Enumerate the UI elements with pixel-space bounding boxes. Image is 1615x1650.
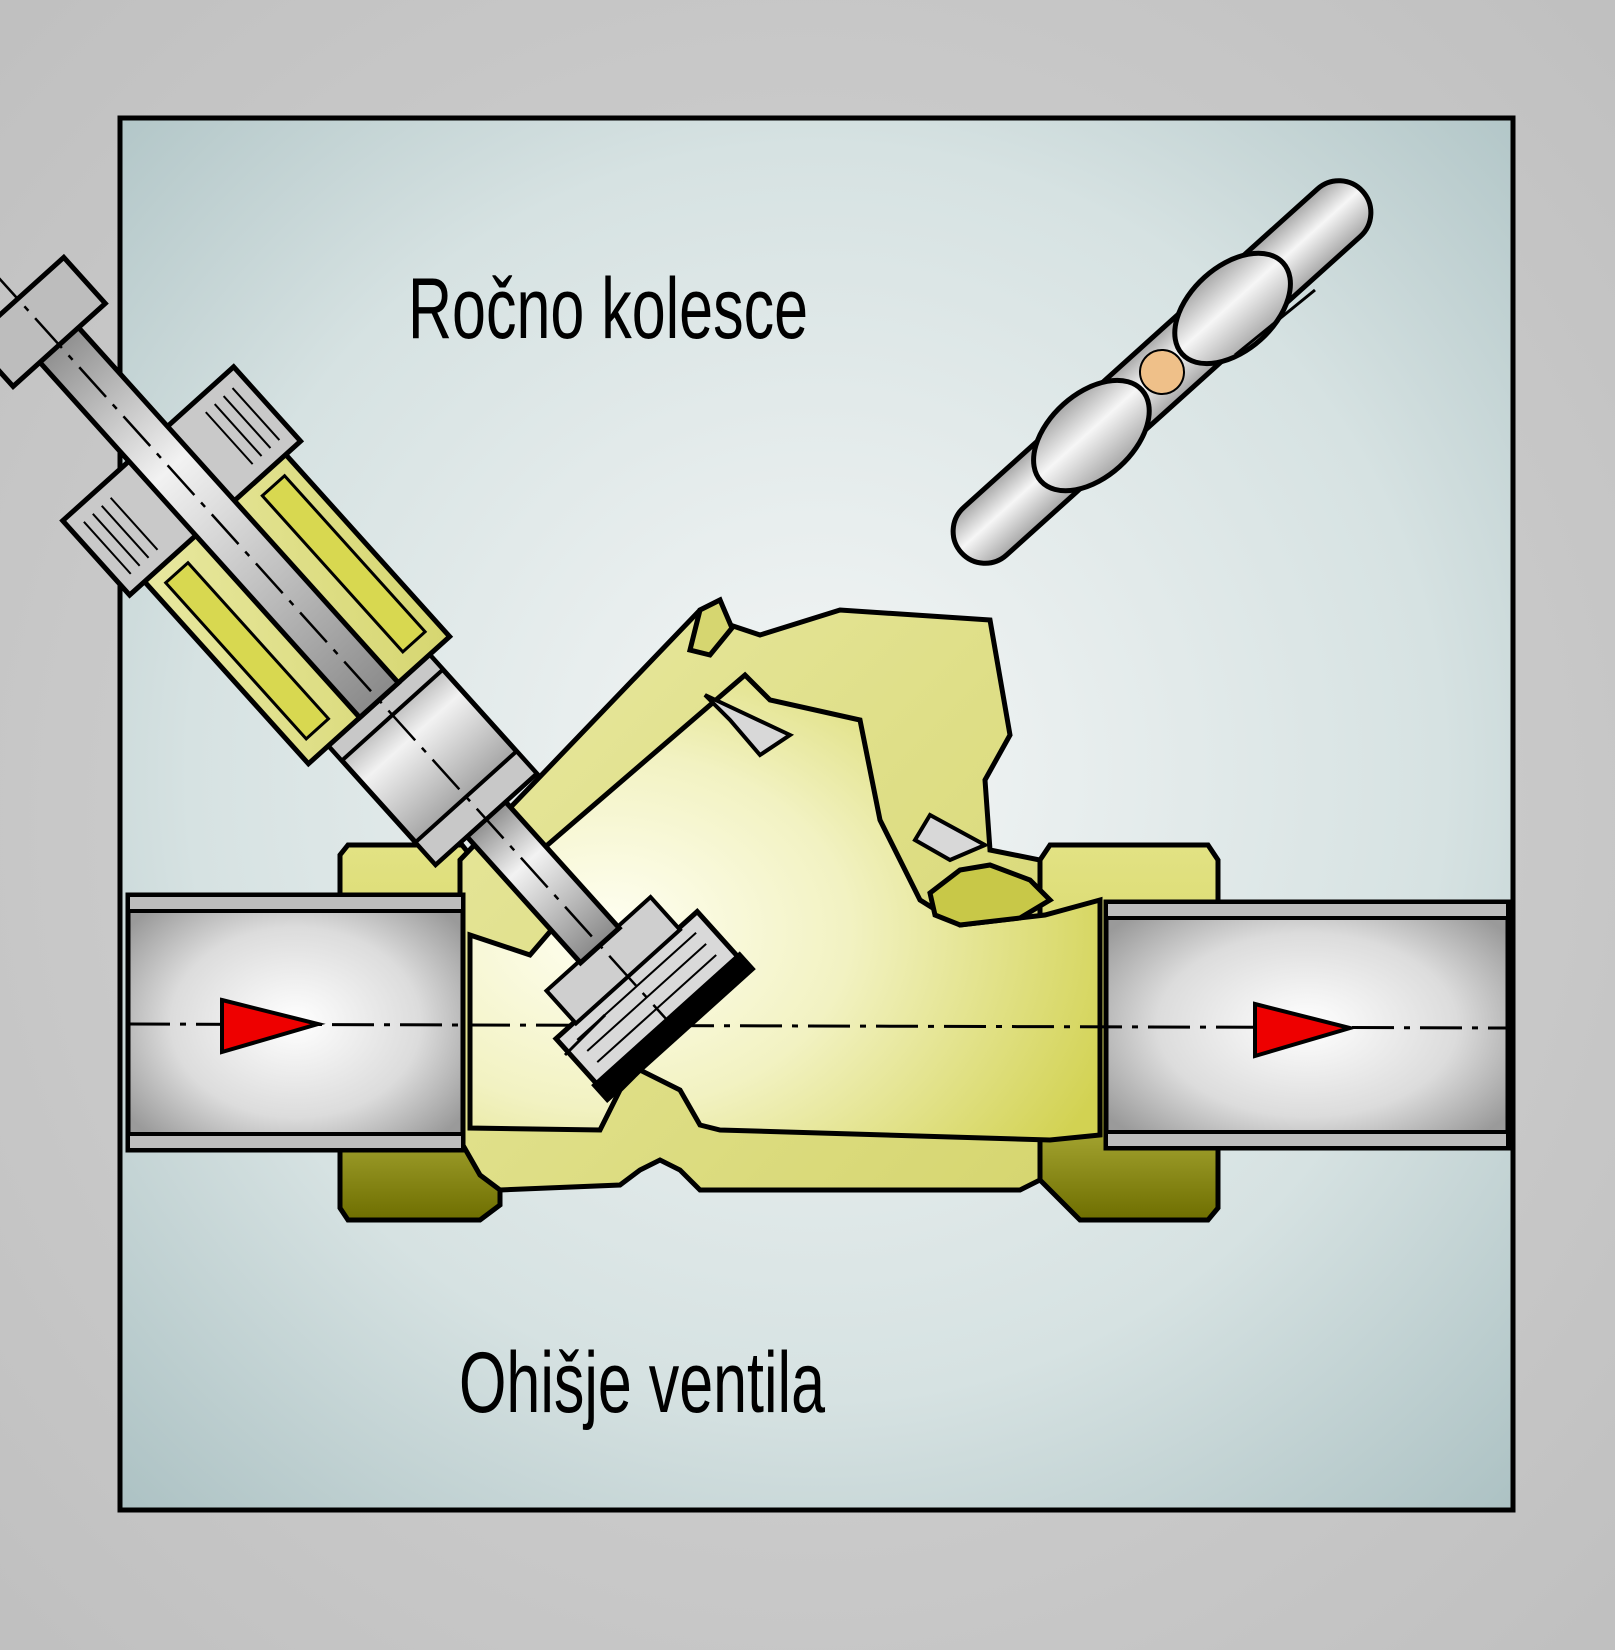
flow-arrow-icon bbox=[1253, 1001, 1358, 1059]
flow-arrow-icon bbox=[220, 997, 326, 1055]
handwheel-icon bbox=[950, 178, 1374, 566]
stem-assembly bbox=[0, 231, 756, 1103]
flow-centerline bbox=[127, 1022, 1509, 1030]
handwheel-label: Ročno kolesce bbox=[408, 261, 808, 357]
valve-body-label: Ohišje ventila bbox=[459, 1335, 825, 1431]
